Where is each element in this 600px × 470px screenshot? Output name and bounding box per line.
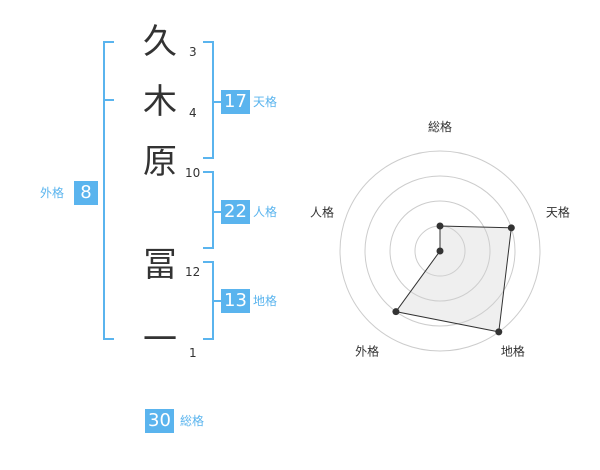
jinkaku-value: 22 — [221, 200, 250, 224]
radar-point-1 — [436, 222, 444, 230]
tenkaku-bracket — [203, 41, 214, 159]
stroke-count-4: 12 — [185, 265, 201, 279]
radar-grid-ring — [364, 175, 516, 327]
radar-point-5 — [436, 247, 444, 255]
gaikaku-bracket — [103, 41, 114, 340]
name-char-5: 一 — [143, 320, 177, 360]
radar-grid-ring — [339, 150, 541, 352]
stroke-count-2: 4 — [189, 106, 197, 120]
tenkaku-label: 天格 — [253, 95, 278, 109]
jinkaku-label: 人格 — [253, 205, 278, 219]
stroke-count-5: 1 — [189, 346, 197, 360]
name-char-1: 久 — [143, 22, 177, 62]
jinkaku-bracket — [203, 171, 214, 249]
soukaku-label: 総格 — [180, 414, 205, 428]
radar-data-polygon — [395, 225, 512, 333]
stroke-count-1: 3 — [189, 45, 197, 59]
radar-point-2 — [507, 224, 515, 232]
name-char-2: 木 — [143, 82, 177, 122]
radar-axis-label-1: 総格 — [428, 119, 452, 134]
gaikaku-value: 8 — [74, 181, 98, 205]
radar-grid-ring — [389, 200, 491, 302]
radar-axis-label-4: 外格 — [355, 343, 379, 358]
radar-point-3 — [495, 328, 503, 336]
name-char-4: 冨 — [143, 245, 177, 285]
radar-axis-label-3: 地格 — [501, 343, 525, 358]
tenkaku-value: 17 — [221, 90, 250, 114]
chikaku-label: 地格 — [253, 294, 278, 308]
chikaku-value: 13 — [221, 289, 250, 313]
radar-axis-label-2: 天格 — [546, 205, 570, 220]
radar-point-4 — [392, 308, 400, 316]
name-char-3: 原 — [143, 142, 177, 182]
radar-axis-label-5: 人格 — [310, 205, 334, 220]
stroke-count-3: 10 — [185, 166, 201, 180]
gaikaku-label: 外格 — [40, 186, 65, 200]
soukaku-value: 30 — [145, 409, 174, 433]
